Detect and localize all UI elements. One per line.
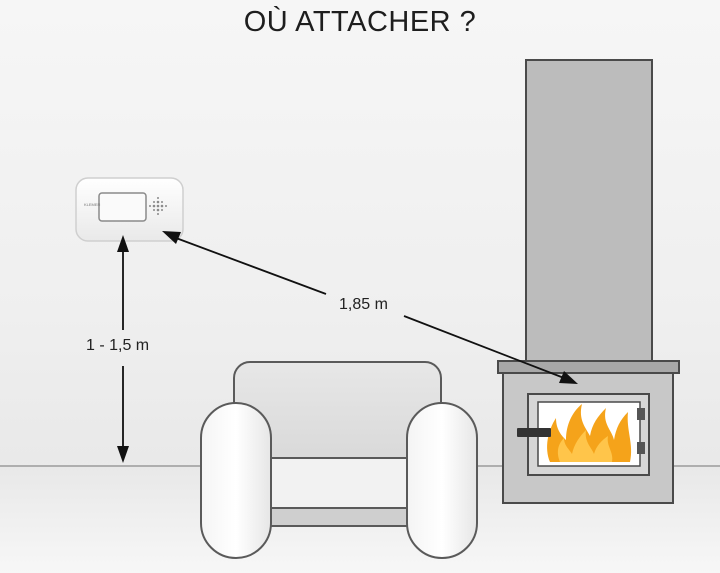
distance-arrow: [162, 231, 578, 384]
armchair-base: [261, 507, 415, 527]
detector-vent-icon: [149, 197, 167, 215]
co-detector: [75, 177, 184, 242]
detector-brand-logo: KLEMER: [84, 202, 101, 207]
height-range-label: 1 - 1,5 m: [86, 337, 150, 354]
page-title: OÙ ATTACHER ?: [243, 6, 477, 38]
armchair-right-arm: [406, 402, 478, 559]
stove-hinge-bottom: [637, 442, 645, 454]
stove-hinge-top: [637, 408, 645, 420]
height-arrow: [117, 235, 129, 463]
armchair-seat: [261, 457, 415, 511]
stove-handle: [517, 428, 551, 437]
fire-flames: [547, 404, 632, 462]
distance-label: 1,85 m: [339, 296, 388, 313]
detector-display: [98, 192, 147, 222]
armchair: [200, 361, 478, 559]
chimney: [525, 59, 653, 363]
armchair-left-arm: [200, 402, 272, 559]
